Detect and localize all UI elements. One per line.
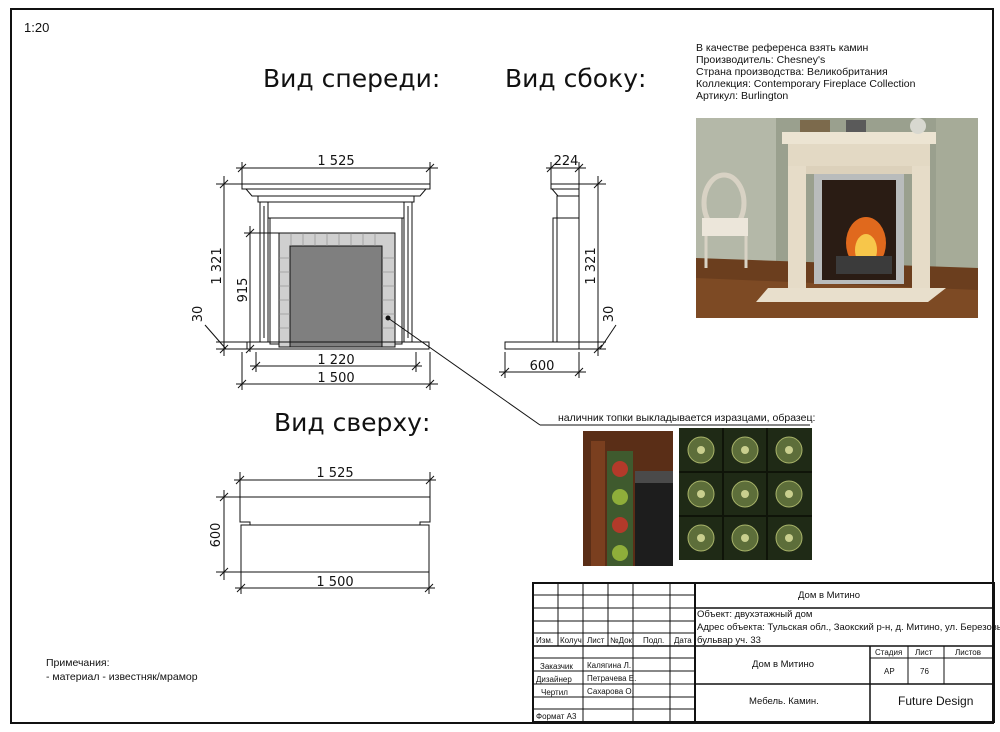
front-opening-width-dim: 1 220 xyxy=(317,353,354,368)
tile-sample-photo-right xyxy=(679,428,812,560)
tb-name-customer: Калягина Л. xyxy=(587,661,632,670)
front-view-fireplace xyxy=(241,183,431,350)
front-height-dim: 1 321 xyxy=(210,247,225,284)
reference-line: Производитель: Chesney's xyxy=(696,54,826,66)
tb-project-mid: Дом в Митино xyxy=(752,659,815,670)
reference-line: Коллекция: Contemporary Fireplace Collec… xyxy=(696,78,916,90)
tb-name-drafter: Сахарова О. xyxy=(587,687,634,696)
tb-role-drafter: Чертил xyxy=(541,688,568,697)
drawing-sheet xyxy=(10,8,994,724)
reference-line: В качестве референса взять камин xyxy=(696,42,869,54)
tile-note: наличник топки выкладывается изразцами, … xyxy=(558,412,816,424)
tb-sheets-label: Листов xyxy=(955,648,981,657)
tb-col-koluch: Колуч. xyxy=(560,636,584,645)
side-view-title: Вид сбоку: xyxy=(505,64,647,93)
tb-col-ndok: №Док. xyxy=(610,636,635,645)
tb-stage-label: Стадия xyxy=(875,648,903,657)
top-dimension-lines xyxy=(216,472,436,594)
front-base-width-dim: 1 500 xyxy=(317,371,354,386)
tile-leader-line xyxy=(387,317,541,426)
scale-label: 1:20 xyxy=(24,20,50,35)
tb-address-line2: бульвар уч. 33 xyxy=(697,635,761,646)
front-dimension-lines xyxy=(204,162,438,390)
notes-item: - материал - известняк/мрамор xyxy=(46,671,198,683)
top-depth-dim: 600 xyxy=(209,523,224,548)
tb-role-designer: Дизайнер xyxy=(536,675,572,684)
front-view-title: Вид спереди: xyxy=(263,64,441,93)
notes-block: Примечания: - материал - известняк/мрамо… xyxy=(46,656,198,684)
front-plinth-dim: 30 xyxy=(191,306,206,323)
tb-col-izm: Изм. xyxy=(536,636,554,645)
tb-drawing-title: Мебель. Камин. xyxy=(749,696,819,707)
side-height-dim: 1 321 xyxy=(584,247,599,284)
tb-role-customer: Заказчик xyxy=(540,662,573,671)
top-width-dim: 1 525 xyxy=(316,466,353,481)
tb-object-line: Объект: двухэтажный дом xyxy=(697,609,813,620)
tb-col-data: Дата xyxy=(674,636,692,645)
tb-project-top: Дом в Митино xyxy=(798,590,861,601)
reference-fireplace-photo xyxy=(696,118,978,318)
reference-text: В качестве референса взять камин Произво… xyxy=(696,42,915,102)
tile-sample-photo-left xyxy=(583,431,673,566)
top-base-width-dim: 1 500 xyxy=(316,575,353,590)
tb-col-podp: Подп. xyxy=(643,636,665,645)
tb-sheet-label: Лист xyxy=(915,648,933,657)
notes-title: Примечания: xyxy=(46,657,110,669)
side-dimension-lines xyxy=(499,162,617,378)
tb-stage-value: АР xyxy=(884,667,895,676)
tb-address-line1: Адрес объекта: Тульская обл., Заокский р… xyxy=(697,622,1000,633)
top-view-title: Вид сверху: xyxy=(274,408,431,437)
side-top-depth-dim: 224 xyxy=(554,154,579,169)
tb-company: Future Design xyxy=(898,694,974,708)
side-view-fireplace xyxy=(504,183,580,350)
front-top-width-dim: 1 525 xyxy=(317,154,354,169)
front-view-tiles xyxy=(279,233,395,329)
tb-col-list: Лист xyxy=(587,636,605,645)
side-plinth-dim: 30 xyxy=(602,306,617,323)
reference-line: Артикул: Burlington xyxy=(696,90,789,102)
tb-format: Формат А3 xyxy=(536,712,577,721)
reference-line: Страна производства: Великобритания xyxy=(696,66,888,78)
tb-sheet-value: 76 xyxy=(920,667,929,676)
tb-name-designer: Петрачева Е. xyxy=(587,674,637,683)
top-view-fireplace xyxy=(239,496,431,573)
side-base-depth-dim: 600 xyxy=(530,359,555,374)
front-opening-height-dim: 915 xyxy=(236,278,251,303)
